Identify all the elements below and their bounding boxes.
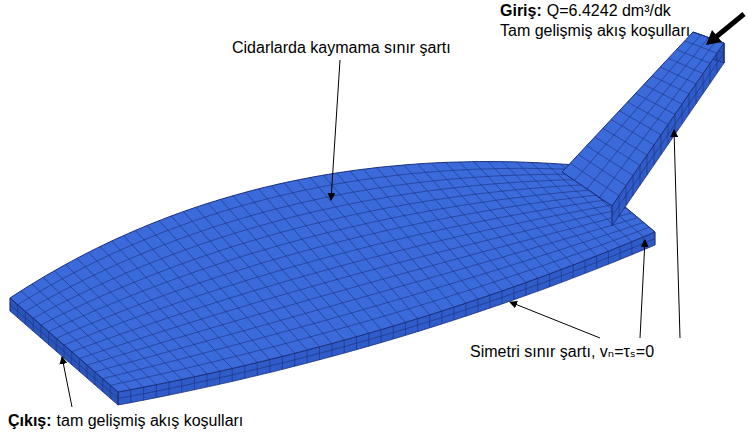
leader-lines — [62, 60, 680, 407]
symmetry-condition: Simetri sınır şartı, vₙ=τₛ=0 — [470, 342, 654, 361]
leader-line — [674, 130, 680, 338]
arrow-shaft — [716, 14, 744, 37]
channel-top — [562, 32, 724, 206]
top-surface — [10, 162, 655, 392]
outlet-title: Çıkış: — [8, 411, 52, 430]
mesh-lines — [562, 32, 724, 206]
wall-condition: Cidarlarda kaymama sınır şartı — [232, 38, 451, 57]
arrow-head — [706, 30, 722, 45]
mesh-lines — [10, 162, 655, 392]
leader-line — [640, 240, 645, 338]
leader-line — [62, 357, 72, 407]
inlet-title: Giriş: — [500, 1, 542, 20]
inlet-channel — [562, 32, 724, 226]
plate-top-surface — [10, 162, 655, 392]
flow-rate: Q=6.4242 dm³/dk — [547, 1, 671, 20]
inlet-condition: Tam gelişmiş akış koşulları — [500, 21, 690, 40]
inlet-arrow — [706, 14, 744, 45]
outlet-condition: tam gelişmiş akış koşulları — [57, 411, 244, 430]
leader-line — [331, 60, 340, 200]
leader-line — [510, 302, 600, 338]
